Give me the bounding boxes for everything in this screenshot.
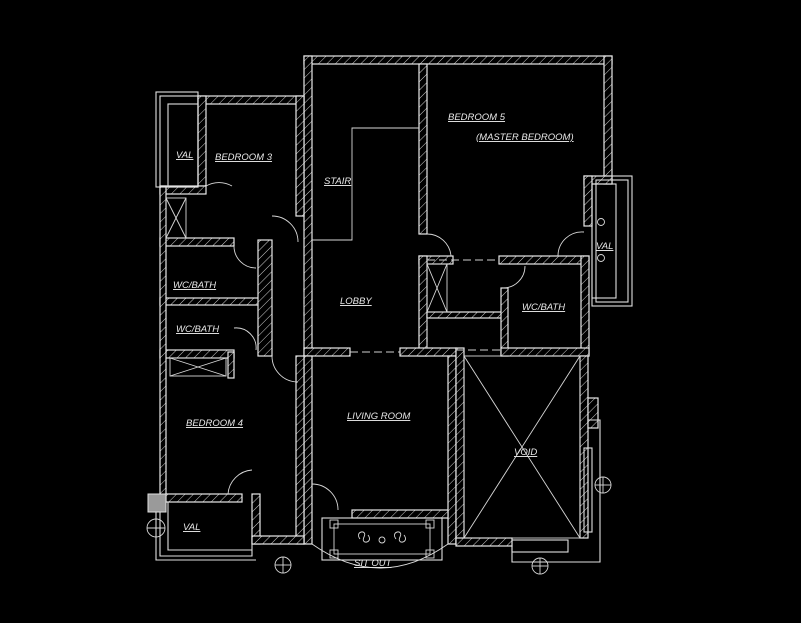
label-bedroom5: BEDROOM 5 xyxy=(448,112,506,123)
label-void: VOID xyxy=(514,447,537,458)
label-master-bedroom: (MASTER BEDROOM) xyxy=(476,132,574,143)
room-labels: BEDROOM 3 VAL STAIR BEDROOM 5 (MASTER BE… xyxy=(173,112,613,569)
label-lobby: LOBBY xyxy=(340,296,372,307)
label-val-right: VAL xyxy=(596,241,613,252)
label-wcbath-2: WC/BATH xyxy=(176,324,219,335)
walls xyxy=(155,55,613,547)
details xyxy=(146,127,633,575)
label-val-top-left: VAL xyxy=(176,150,193,161)
label-wcbath-3: WC/BATH xyxy=(522,302,565,313)
label-sit-out: SIT OUT xyxy=(354,558,393,569)
label-living-room: LIVING ROOM xyxy=(347,411,410,422)
label-wcbath-1: WC/BATH xyxy=(173,280,216,291)
label-bedroom4: BEDROOM 4 xyxy=(186,418,243,429)
label-bedroom3: BEDROOM 3 xyxy=(215,152,273,163)
label-val-bottom-left: VAL xyxy=(183,522,200,533)
label-stair: STAIR xyxy=(324,176,351,187)
